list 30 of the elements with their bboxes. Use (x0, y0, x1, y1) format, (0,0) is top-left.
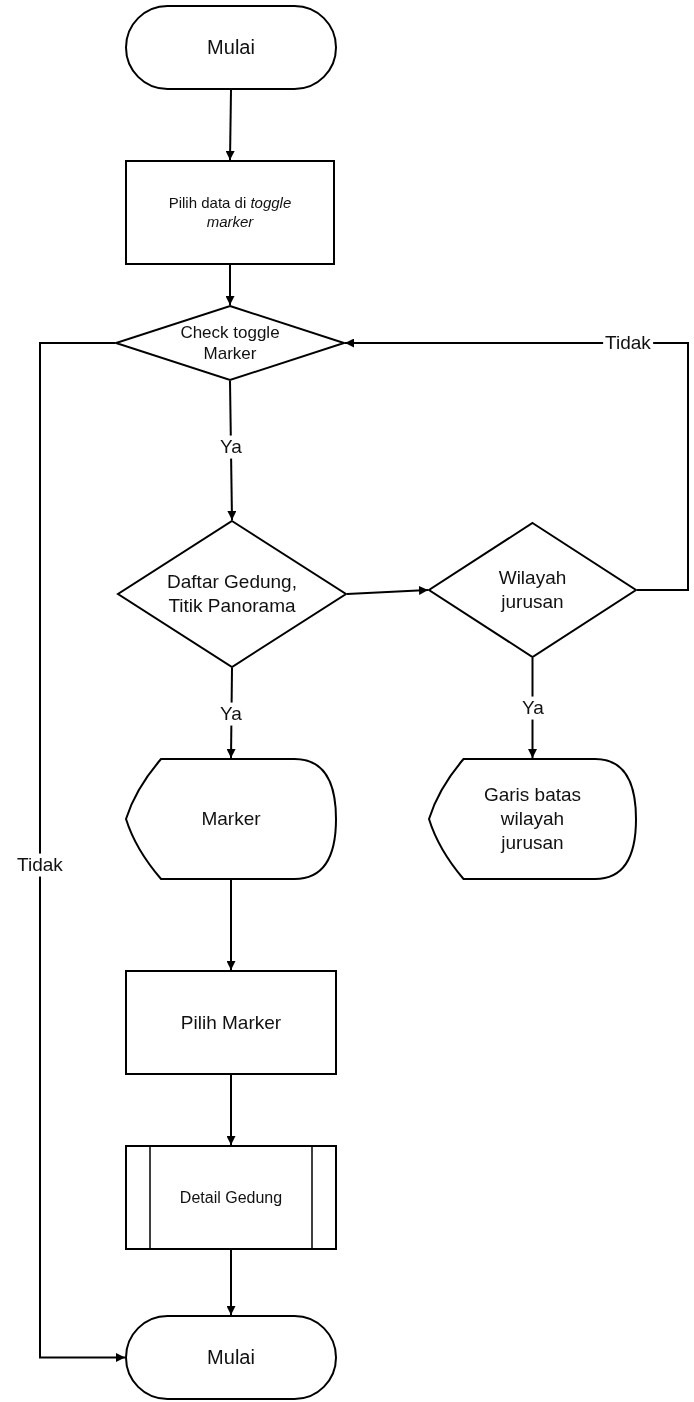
edge-label: Ya (218, 435, 244, 459)
process-box (125, 970, 337, 1075)
decision-diamond (117, 520, 347, 668)
edge-label: Ya (218, 702, 244, 726)
arrow (346, 585, 429, 595)
arrow (39, 342, 126, 1362)
decision-diamond (428, 522, 637, 658)
subprocess-box (125, 1145, 337, 1250)
node-label: Marker (201, 807, 261, 831)
arrow (344, 338, 689, 591)
node-label: Mulai (207, 35, 255, 60)
node-label: Check toggle Marker (179, 321, 281, 365)
process-box (125, 160, 335, 265)
edge-label: Ya (520, 696, 546, 720)
node-label: Pilih Marker (180, 1010, 282, 1035)
arrow (225, 264, 235, 306)
node-label: Daftar Gedung, Titik Panorama (166, 570, 298, 618)
node-label: Pilih data di toggle marker (167, 193, 293, 232)
node-label: Wilayah jurusan (497, 566, 568, 614)
arrow (226, 1249, 236, 1316)
edge-label: Tidak (15, 853, 65, 877)
display-shape (428, 758, 637, 880)
arrow (226, 879, 236, 971)
node-label: Mulai (207, 1345, 255, 1370)
node-label: Detail Gedung (179, 1187, 283, 1208)
arrow (225, 89, 235, 161)
node-label: Garis batas wilayah jurusan (482, 783, 583, 855)
display-shape (125, 758, 337, 880)
decision-diamond (115, 305, 345, 381)
arrow (226, 1074, 236, 1146)
